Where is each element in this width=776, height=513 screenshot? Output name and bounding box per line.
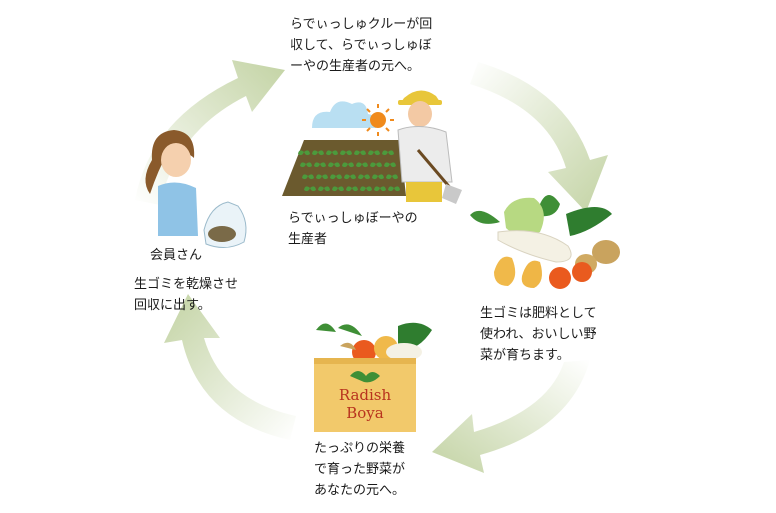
radish-icon: [497, 230, 572, 263]
member-label: 会員さん: [150, 248, 203, 263]
sprout-icon: [356, 162, 368, 168]
delivery-step-text: たっぷりの栄養 で育った野菜が あなたの元へ。: [314, 441, 406, 498]
sprout-icon: [340, 150, 352, 156]
sun-icon: [362, 104, 394, 136]
box-logo-line1: Radish: [339, 386, 392, 404]
sprout-icon: [328, 162, 340, 168]
sprout-icon: [302, 174, 314, 180]
onion-icon: [494, 256, 516, 286]
sprout-icon: [360, 186, 372, 192]
sprout-icon: [342, 162, 354, 168]
arrow-member-to-crew: [135, 60, 285, 205]
sprout-icon: [374, 186, 386, 192]
sprout-icon: [332, 186, 344, 192]
sprout-icon: [388, 186, 400, 192]
producer-label: らでぃっしゅぼーやの 生産者: [288, 211, 418, 247]
sprout-icon: [372, 174, 384, 180]
cabbage-icon: [504, 197, 544, 236]
sprout-icon: [384, 162, 396, 168]
sprout-icon: [354, 150, 366, 156]
sprout-icon: [382, 150, 394, 156]
arrow-delivery-to-member: [164, 294, 296, 440]
cloud-icon: [312, 101, 377, 128]
potato-icon: [592, 240, 620, 264]
field-sprouts: [298, 150, 400, 192]
delivery-box: [314, 358, 416, 432]
sprout-icon: [326, 150, 338, 156]
arrow-compost-to-delivery: [432, 360, 590, 473]
member-step-text: 生ゴミを乾燥させ 回収に出す。: [134, 277, 239, 313]
box-logo-line2: Boya: [346, 404, 384, 422]
sprout-icon: [346, 186, 358, 192]
radish-logo-icon: [350, 371, 380, 383]
compost-step-text: 生ゴミは肥料として 使われ、おいしい野 菜が育ちます。: [480, 306, 597, 363]
sprout-icon: [316, 174, 328, 180]
sprout-icon: [312, 150, 324, 156]
sprout-icon: [358, 174, 370, 180]
sprout-icon: [370, 162, 382, 168]
sprout-icon: [298, 150, 310, 156]
sprout-icon: [368, 150, 380, 156]
sprout-icon: [300, 162, 312, 168]
sprout-icon: [304, 186, 316, 192]
sprout-icon: [314, 162, 326, 168]
tomato-icon: [549, 267, 571, 289]
arrow-crew-to-compost: [470, 62, 608, 212]
member-body: [158, 182, 198, 236]
sprout-icon: [386, 174, 398, 180]
sprout-icon: [330, 174, 342, 180]
farmer-figure: [397, 90, 462, 204]
sprout-icon: [344, 174, 356, 180]
crew-collection-text: らでぃっしゅクルーが回 収して、らでぃっしゅぼ ーやの生産者の元へ。: [290, 17, 433, 74]
sprout-icon: [318, 186, 330, 192]
